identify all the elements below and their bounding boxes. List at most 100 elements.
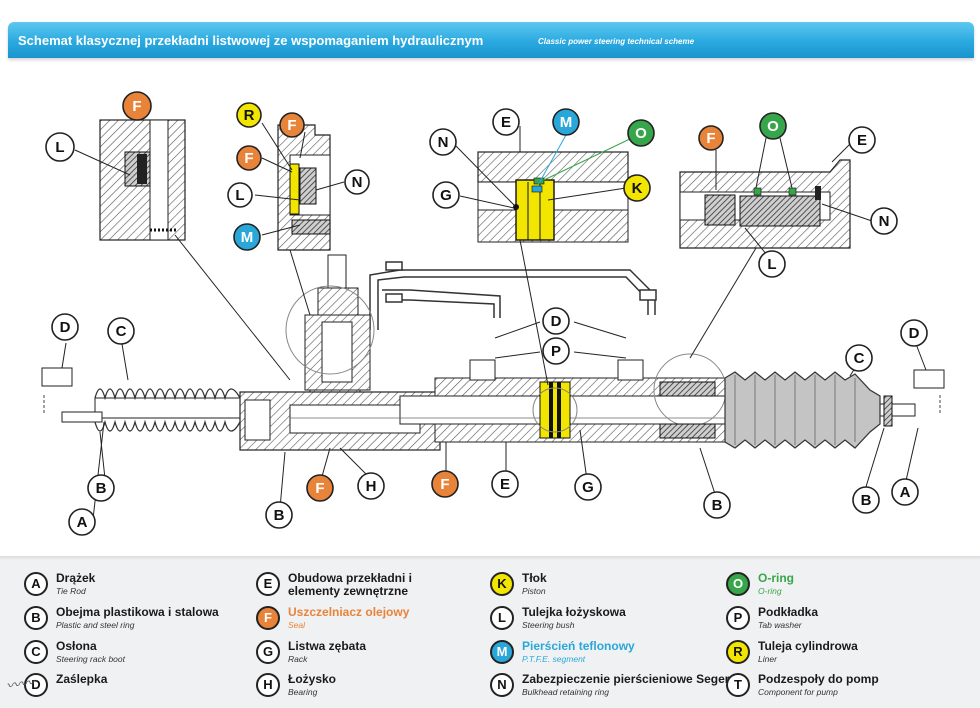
legend-label-pl: Obejma plastikowa i stalowa — [56, 605, 219, 619]
callout-M: M — [552, 108, 580, 136]
callout-G: G — [574, 473, 602, 501]
callout-F: F — [698, 125, 724, 151]
callout-E: E — [492, 108, 520, 136]
callout-O: O — [759, 112, 787, 140]
legend-label-pl: Pierścień teflonowy — [522, 639, 635, 653]
svg-text:N: N — [438, 134, 449, 151]
legend-badge: L — [490, 606, 514, 630]
title-english: Classic power steering technical scheme — [538, 37, 695, 46]
callout-N: N — [344, 169, 370, 195]
svg-text:F: F — [287, 117, 296, 134]
svg-text:B: B — [274, 507, 285, 524]
legend-badge: N — [490, 673, 514, 697]
callout-C: C — [845, 344, 873, 372]
legend-label-en: Bearing — [288, 687, 318, 697]
legend-label-en: O-ring — [758, 586, 782, 596]
callout-M: M — [233, 223, 261, 251]
svg-text:C: C — [854, 350, 865, 367]
svg-text:N: N — [352, 174, 363, 191]
svg-text:A: A — [77, 514, 88, 531]
svg-text:F: F — [706, 130, 715, 147]
callout-K: K — [623, 174, 651, 202]
legend-label-pl: Osłona — [56, 639, 97, 653]
svg-text:M: M — [241, 229, 254, 246]
callout-B: B — [852, 486, 880, 514]
callout-R: R — [236, 102, 262, 128]
svg-text:O: O — [767, 118, 779, 135]
right-boot — [724, 371, 893, 449]
svg-text:B: B — [861, 492, 872, 509]
legend-label-pl: Obudowa przekładni i elementy zewnętrzne — [288, 571, 413, 598]
legend-label-pl: Drążek — [56, 571, 96, 585]
svg-text:D: D — [551, 313, 562, 330]
svg-text:L: L — [235, 187, 244, 204]
callout-N: N — [870, 207, 898, 235]
svg-text:E: E — [857, 132, 867, 149]
svg-text:R: R — [244, 107, 255, 124]
left-boot — [94, 388, 241, 432]
legend-badge: M — [490, 640, 514, 664]
callout-L: L — [227, 182, 253, 208]
end-caps — [41, 367, 945, 415]
legend-label-en: Seal — [288, 620, 306, 630]
legend-label-pl: Zaślepka — [56, 672, 108, 686]
svg-text:D: D — [909, 325, 920, 342]
svg-text:O: O — [635, 125, 647, 142]
legend-label-en: Liner — [758, 654, 777, 664]
legend-badge: H — [256, 673, 280, 697]
legend-badge: K — [490, 572, 514, 596]
legend-label-en: Piston — [522, 586, 546, 596]
svg-text:L: L — [55, 139, 64, 156]
legend-label-en: Component for pump — [758, 687, 838, 697]
callout-O: O — [627, 119, 655, 147]
svg-text:B: B — [96, 480, 107, 497]
svg-text:C: C — [116, 323, 127, 340]
callout-G: G — [432, 181, 460, 209]
legend-label-pl: Podzespoły do pomp — [758, 672, 879, 686]
callouts: F L R F F N L M N E M O G K F O E N L D … — [45, 91, 928, 536]
legend-label-en: P.T.F.E. segment — [522, 654, 586, 664]
legend-label-pl: O-ring — [758, 571, 794, 585]
legend-badge: P — [726, 606, 750, 630]
legend-badge: G — [256, 640, 280, 664]
svg-text:D: D — [60, 319, 71, 336]
callout-F: F — [431, 470, 459, 498]
callout-F: F — [236, 145, 262, 171]
legend-badge: A — [24, 572, 48, 596]
svg-text:K: K — [632, 180, 643, 197]
svg-text:M: M — [560, 114, 573, 131]
callout-D: D — [900, 319, 928, 347]
legend-badge: C — [24, 640, 48, 664]
callout-E: E — [491, 470, 519, 498]
legend-label-pl: Podkładka — [758, 605, 819, 619]
legend-badge: B — [24, 606, 48, 630]
legend-label-pl: Zabezpieczenie pierścieniowe Seger — [522, 672, 730, 686]
callout-E: E — [848, 126, 876, 154]
svg-text:H: H — [366, 478, 377, 495]
svg-text:P: P — [551, 343, 561, 360]
legend-label-pl: Tłok — [522, 571, 547, 585]
legend-label-en: Steering rack boot — [56, 654, 125, 664]
legend-label-pl: Tulejka łożyskowa — [522, 605, 626, 619]
callout-N: N — [429, 128, 457, 156]
hydraulic-lines — [369, 261, 657, 330]
legend-label-pl: Tuleja cylindrowa — [758, 639, 858, 653]
svg-text:A: A — [900, 484, 911, 501]
legend-badge: D — [24, 673, 48, 697]
callout-H: H — [357, 472, 385, 500]
detail-right-bush — [679, 159, 851, 249]
legend-label-en: Steering bush — [522, 620, 575, 630]
svg-text:F: F — [132, 98, 141, 115]
svg-text:E: E — [501, 114, 511, 131]
callout-C: C — [107, 317, 135, 345]
callout-B: B — [265, 501, 293, 529]
detail-left-seal — [99, 119, 186, 241]
detail-pinion-seal — [277, 124, 331, 251]
legend-label-pl: Listwa zębata — [288, 639, 367, 653]
leader-lines — [61, 122, 927, 529]
svg-text:G: G — [440, 187, 452, 204]
legend-label-en: Tab washer — [758, 620, 802, 630]
detail-piston — [477, 151, 629, 243]
svg-text:F: F — [315, 480, 324, 497]
callout-F: F — [122, 91, 152, 121]
